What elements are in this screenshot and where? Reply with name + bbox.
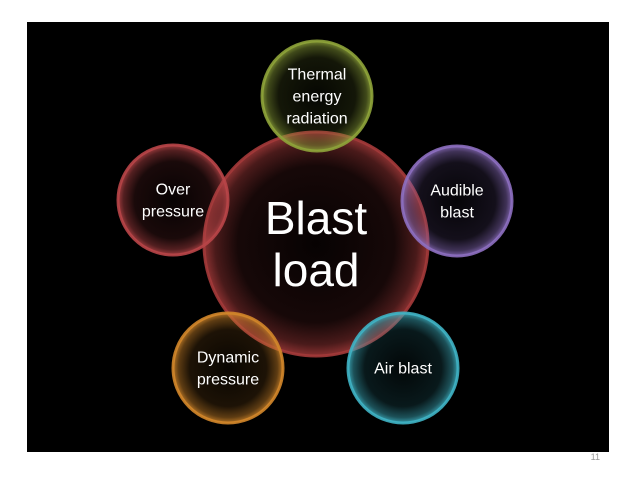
blast-load-label-line: load (273, 244, 360, 296)
thermal-energy-radiation-label-line: energy (293, 89, 342, 106)
thermal-energy-radiation-circle (260, 39, 374, 153)
audible-blast-label-line: blast (440, 205, 474, 222)
dynamic-pressure-circle (171, 311, 285, 425)
over-pressure-label: Over pressure (142, 182, 204, 221)
dynamic-pressure-label-line: Dynamic (197, 350, 259, 367)
audible-blast-label: Audible blast (430, 183, 483, 222)
air-blast-label: Air blast (374, 361, 432, 378)
thermal-energy-radiation-label-line: radiation (286, 111, 347, 128)
over-pressure-circle (116, 143, 230, 257)
audible-blast-label-line: Audible (430, 183, 483, 200)
thermal-energy-radiation-label-line: Thermal (288, 67, 347, 84)
page-number: 11 (590, 452, 600, 462)
audible-blast-circle (400, 144, 514, 258)
air-blast-circle (346, 311, 460, 425)
air-blast-label-line: Air blast (374, 361, 432, 378)
thermal-energy-radiation-label: Thermal energy radiation (286, 67, 347, 128)
dynamic-pressure-label: Dynamic pressure (197, 350, 259, 389)
blast-load-label-line: Blast (265, 192, 367, 244)
dynamic-pressure-label-line: pressure (197, 372, 259, 389)
over-pressure-label-line: Over (156, 182, 191, 199)
over-pressure-label-line: pressure (142, 204, 204, 221)
